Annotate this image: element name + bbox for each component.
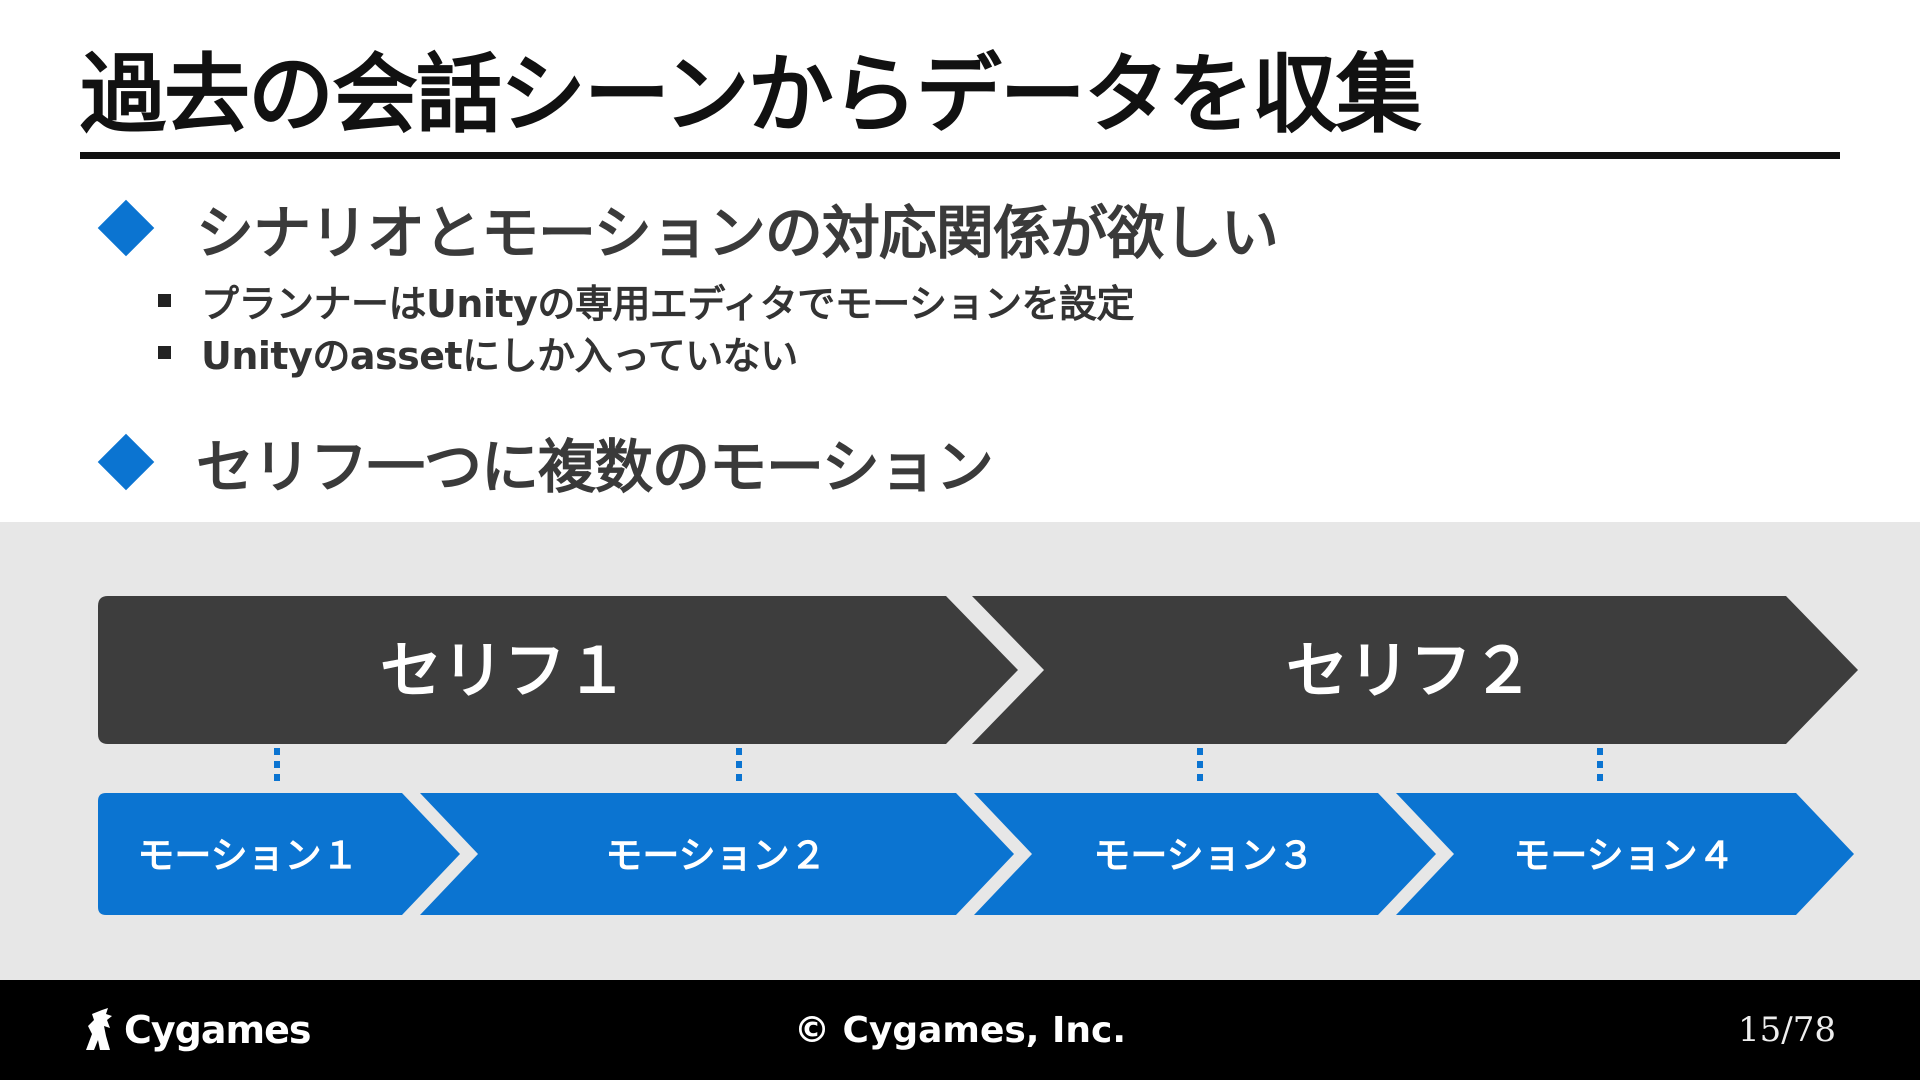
logo-text: Cygames: [124, 1008, 311, 1052]
speech-arrow-2: [972, 596, 1858, 744]
diamond-bullet-icon: [97, 433, 155, 491]
sub-bullet-2-text: Unityのassetにしか入っていない: [201, 333, 798, 378]
bullet-main-1: シナリオとモーションの対応関係が欲しい: [97, 188, 1279, 268]
page-number: 15/78: [1738, 1010, 1836, 1050]
cygames-logo: Cygames: [80, 1002, 311, 1058]
speech-label-2: セリフ２: [1286, 634, 1534, 707]
slide-title: 過去の会話シーンからデータを収集: [80, 45, 1422, 145]
diagram-canvas: セリフ１ セリフ２ モーション１ モーション２ モーション３ モーション４: [98, 596, 1858, 915]
motion-label-1: モーション１: [137, 834, 358, 877]
bullet-main-1-text: シナリオとモーションの対応関係が欲しい: [196, 199, 1279, 267]
square-bullet-icon: [158, 345, 171, 359]
motion-label-3: モーション３: [1093, 834, 1314, 877]
motion-arrow-1: [98, 793, 460, 915]
motion-arrow-2: [420, 793, 1014, 915]
title-underline: [80, 152, 1840, 159]
square-bullet-icon: [158, 293, 171, 307]
copyright-text: © Cygames, Inc.: [793, 1010, 1127, 1051]
sub-bullet-1: プランナーはUnityの専用エディタでモーションを設定: [158, 274, 1134, 326]
motion-arrow-3: [974, 793, 1436, 915]
diamond-bullet-icon: [97, 199, 155, 257]
sub-bullet-1-text: プランナーはUnityの専用エディタでモーションを設定: [201, 281, 1134, 326]
speech-arrow-1: [98, 596, 1018, 744]
speech-motion-diagram: セリフ１ セリフ２ モーション１ モーション２ モーション３ モーション４: [0, 522, 1920, 980]
footer-bar: Cygames © Cygames, Inc. 15/78: [0, 980, 1920, 1080]
motion-arrow-4: [1396, 793, 1854, 915]
speech-label-1: セリフ１: [380, 634, 628, 707]
bullet-main-2-text: セリフ一つに複数のモーション: [196, 433, 994, 501]
knight-logo-icon: [86, 1008, 112, 1050]
bullet-main-2: セリフ一つに複数のモーション: [97, 422, 994, 502]
motion-label-4: モーション４: [1513, 834, 1734, 877]
sub-bullet-2: Unityのassetにしか入っていない: [158, 326, 1134, 378]
sub-bullet-list: プランナーはUnityの専用エディタでモーションを設定 Unityのassetに…: [158, 274, 1134, 378]
motion-label-2: モーション２: [605, 834, 826, 877]
